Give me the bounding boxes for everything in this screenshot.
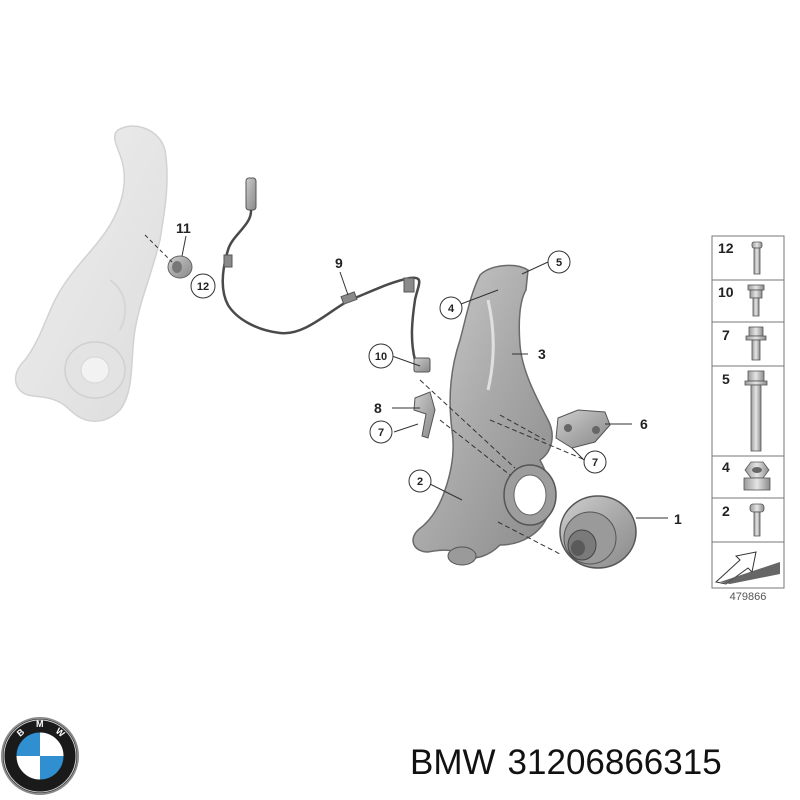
svg-text:9: 9 (335, 255, 343, 271)
callout-11: 11 (176, 220, 191, 236)
sensor-grommet (144, 234, 193, 279)
flange-screw-icon (745, 326, 767, 361)
legend-label-10: 10 (718, 284, 734, 300)
svg-text:4: 4 (448, 303, 455, 315)
abs-sensor-cable (221, 177, 431, 373)
sensor-bracket (555, 409, 632, 449)
cable-bracket (392, 391, 436, 439)
callout-9: 9 (335, 255, 343, 271)
leader-lines (391, 261, 587, 501)
legend-label-4: 4 (722, 459, 730, 475)
callout-7a: 7 (369, 420, 393, 444)
svg-text:6: 6 (640, 416, 648, 432)
ghost-steering-knuckle (14, 125, 168, 422)
svg-text:5: 5 (556, 257, 562, 269)
callout-2: 2 (408, 469, 432, 493)
callout-6: 6 (640, 416, 648, 432)
callout-1: 1 (674, 511, 682, 527)
forward-arrow-icon (714, 551, 780, 585)
wheel-hub (559, 495, 668, 569)
flange-bolt-icon (747, 284, 765, 317)
legend-label-7: 7 (722, 327, 730, 343)
short-bolt-icon (749, 503, 765, 537)
svg-text:12: 12 (197, 281, 209, 293)
hex-nut-icon (743, 461, 771, 491)
part-number-caption: BMW 31206866315 (410, 738, 790, 788)
svg-text:1: 1 (674, 511, 682, 527)
diagram-reference-number: 479866 (730, 591, 767, 603)
svg-text:2: 2 (417, 476, 423, 488)
svg-text:7: 7 (592, 457, 598, 469)
brand-name: BMW (410, 743, 496, 782)
fastener-legend: 12 10 7 5 4 2 (711, 235, 785, 589)
svg-text:8: 8 (374, 400, 382, 416)
callout-12: 12 (190, 273, 216, 299)
callout-4: 4 (439, 296, 463, 320)
long-bolt-icon (744, 370, 768, 452)
svg-text:10: 10 (375, 351, 387, 363)
callout-10: 10 (368, 343, 394, 369)
svg-text:M: M (36, 719, 44, 729)
svg-text:3: 3 (538, 346, 546, 362)
legend-label-2: 2 (722, 503, 730, 519)
callout-3: 3 (538, 346, 546, 362)
svg-text:7: 7 (378, 427, 384, 439)
bmw-logo: B M W (1, 717, 79, 795)
callout-5: 5 (547, 250, 571, 274)
svg-text:11: 11 (176, 220, 191, 236)
hex-bolt-icon (751, 241, 763, 275)
callout-8: 8 (374, 400, 382, 416)
assembly-lines (419, 379, 591, 555)
part-number: 31206866315 (507, 743, 722, 782)
steering-knuckle (412, 264, 557, 566)
callout-7b: 7 (583, 450, 607, 474)
legend-label-5: 5 (722, 371, 730, 387)
legend-label-12: 12 (718, 240, 734, 256)
svg-text:B: B (15, 726, 27, 738)
